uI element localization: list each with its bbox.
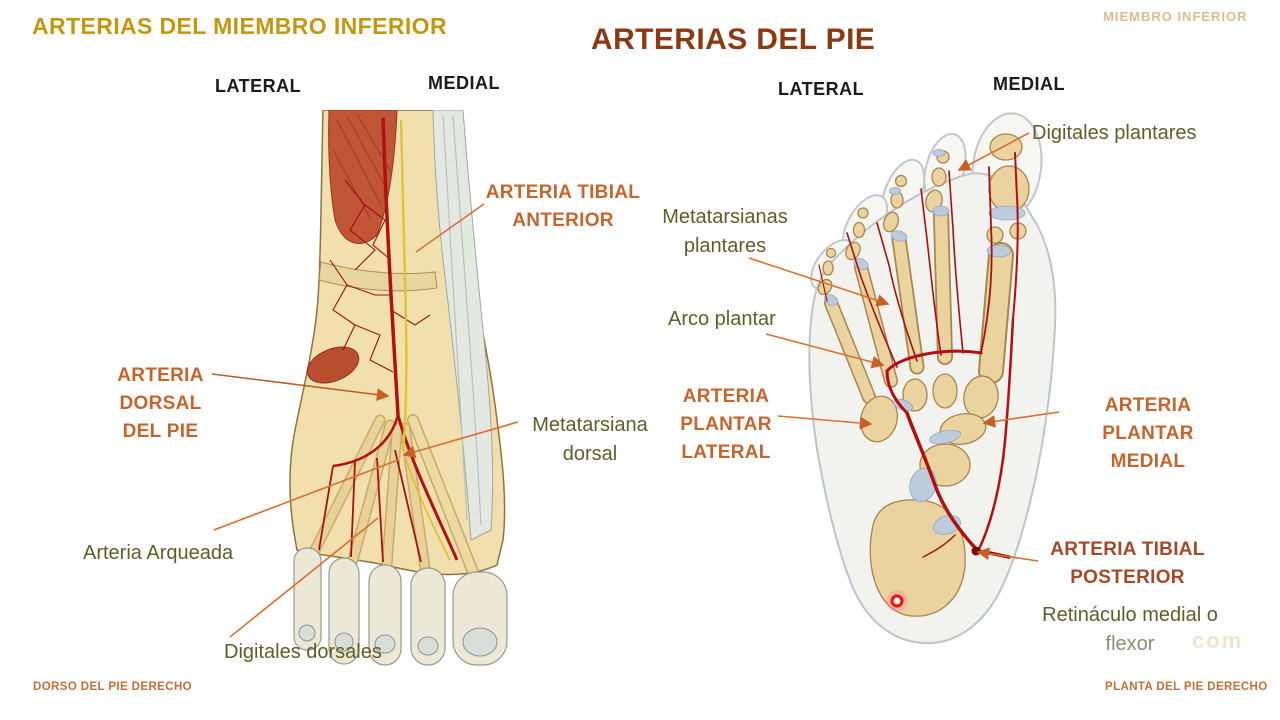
dorsal-orientation-lateral: LATERAL [215,76,302,96]
dorsal-orientation-medial: MEDIAL [428,73,500,93]
calcaneal-branch [922,534,956,558]
first-metatarsal-artery [396,414,459,561]
plantar-orientation-medial: MEDIAL [993,74,1065,94]
slide-title-left: ARTERIAS DEL MIEMBRO INFERIOR [32,13,447,39]
plantar-foot-illustration [795,105,1065,655]
label-arteria-dorsal-del-pie: ARTERIA DORSAL DEL PIE [117,365,204,442]
label-arteria-tibial-anterior: ARTERIA TIBIAL ANTERIOR [485,182,641,231]
toenail [374,634,396,654]
toenail [417,636,439,656]
plantar-arch-artery [885,349,983,415]
label-metatarsiana-dorsal: Metatarsiana dorsal [532,414,648,465]
heel-ring-marker [886,590,908,612]
tendon-line [442,114,468,521]
lateral-plantar-artery [905,411,980,553]
nerve-branch [402,449,451,561]
ghost-watermark: com [1192,628,1244,653]
footer-dorso-caption: DORSO DEL PIE DERECHO [33,681,192,693]
label-arteria-tibial-posterior: ARTERIA TIBIAL POSTERIOR [1050,539,1205,588]
metatarsals [824,207,1014,404]
big-toenail [462,627,498,657]
slide-title-center: ARTERIAS DEL PIE [591,23,876,56]
label-metatarsianas-plantares: Metatarsianas plantares [662,206,788,257]
label-arteria-plantar-medial: ARTERIA PLANTAR MEDIAL [1102,395,1194,472]
label-arco-plantar: Arco plantar [668,308,776,330]
corner-watermark: MIEMBRO INFERIOR [1103,9,1248,24]
retinaculo-line1: Retináculo medial o [1042,604,1218,626]
tarsal-artery-network [329,179,431,373]
plantar-foot-svg [808,112,1057,645]
anterior-muscle [328,110,398,244]
retinaculo-line2: flexor [1105,633,1155,655]
artery-terminus-dot [971,546,981,556]
label-retinaculo-medial: Retináculo medial o flexor [1025,601,1235,659]
label-digitales-dorsales: Digitales dorsales [224,641,382,663]
dorsalis-pedis-artery [381,117,400,416]
deep-peroneal-nerve [399,119,408,451]
plantar-orientation-lateral: LATERAL [778,79,865,99]
big-toe-lateral-digital [980,166,993,354]
medial-plantar-artery [976,317,1015,553]
tendon-line [452,114,482,526]
big-toe-medial-digital [1012,152,1019,320]
footer-planta-caption: PLANTA DEL PIE DERECHO [1105,681,1268,693]
label-arteria-plantar-lateral: ARTERIA PLANTAR LATERAL [680,386,772,463]
label-digitales-plantares: Digitales plantares [1032,122,1197,144]
label-arteria-arqueada: Arteria Arqueada [83,542,234,564]
